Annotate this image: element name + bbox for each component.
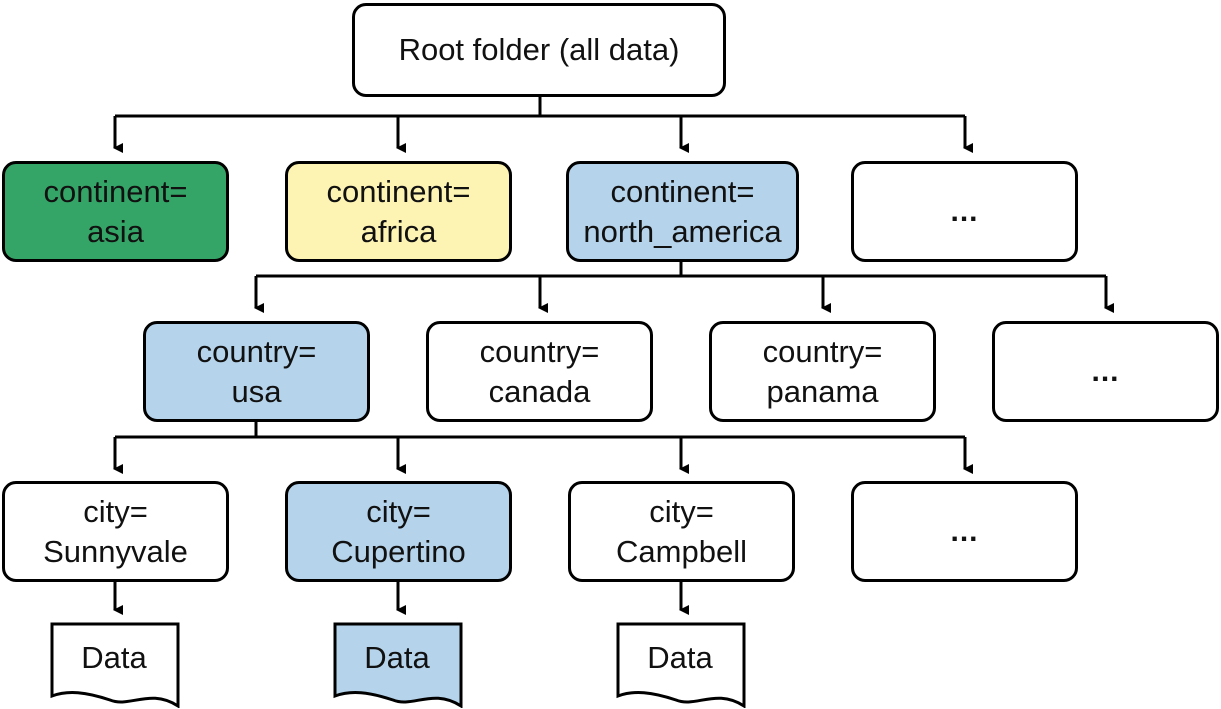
node-label-line2: Sunnyvale <box>43 533 188 569</box>
country-node-usa[interactable]: country= usa <box>143 321 370 422</box>
node-label-line1: continent= <box>326 173 471 209</box>
document-icon <box>50 622 180 708</box>
city-node-cupertino[interactable]: city= Cupertino <box>285 481 512 582</box>
country-connectors <box>113 421 973 474</box>
data-file-label: Data <box>81 640 147 675</box>
more-ellipsis: ... <box>950 194 979 228</box>
city-node-campbell[interactable]: city= Campbell <box>568 481 795 582</box>
node-label-line1: city= <box>83 493 148 529</box>
node-label-line2: north_america <box>583 213 782 249</box>
node-label-line2: canada <box>488 373 591 409</box>
data-file-campbell[interactable]: Data <box>616 622 746 708</box>
country-node-more[interactable]: ... <box>992 321 1219 422</box>
root-connectors <box>113 96 973 153</box>
city-connectors <box>113 581 689 615</box>
continent-connectors <box>254 261 1114 313</box>
node-label-line2: panama <box>766 373 879 409</box>
node-label-line2: usa <box>231 373 282 409</box>
city-node-more[interactable]: ... <box>851 481 1078 582</box>
node-label-line1: continent= <box>610 173 755 209</box>
node-label-line2: Cupertino <box>331 533 466 569</box>
continent-node-asia[interactable]: continent= asia <box>2 161 229 262</box>
root-folder-label: Root folder (all data) <box>398 32 680 67</box>
document-icon <box>616 622 746 708</box>
document-icon <box>333 622 463 708</box>
more-ellipsis: ... <box>1091 354 1120 388</box>
node-label-line1: city= <box>366 493 431 529</box>
root-folder-node[interactable]: Root folder (all data) <box>352 3 726 97</box>
city-node-sunnyvale[interactable]: city= Sunnyvale <box>2 481 229 582</box>
country-node-panama[interactable]: country= panama <box>709 321 936 422</box>
continent-node-africa[interactable]: continent= africa <box>285 161 512 262</box>
continent-node-north-america[interactable]: continent= north_america <box>566 161 799 262</box>
node-label-line1: country= <box>762 333 883 369</box>
continent-node-more[interactable]: ... <box>851 161 1078 262</box>
node-label-line2: africa <box>360 213 437 249</box>
node-label-line1: country= <box>196 333 317 369</box>
node-label-line2: Campbell <box>616 533 747 569</box>
data-file-label: Data <box>647 640 713 675</box>
node-label-line1: continent= <box>43 173 188 209</box>
node-label-line1: city= <box>649 493 714 529</box>
more-ellipsis: ... <box>950 514 979 548</box>
data-file-label: Data <box>364 640 430 675</box>
data-file-sunnyvale[interactable]: Data <box>50 622 180 708</box>
data-file-cupertino[interactable]: Data <box>333 622 463 708</box>
node-label-line2: asia <box>87 213 144 249</box>
node-label-line1: country= <box>479 333 600 369</box>
country-node-canada[interactable]: country= canada <box>426 321 653 422</box>
